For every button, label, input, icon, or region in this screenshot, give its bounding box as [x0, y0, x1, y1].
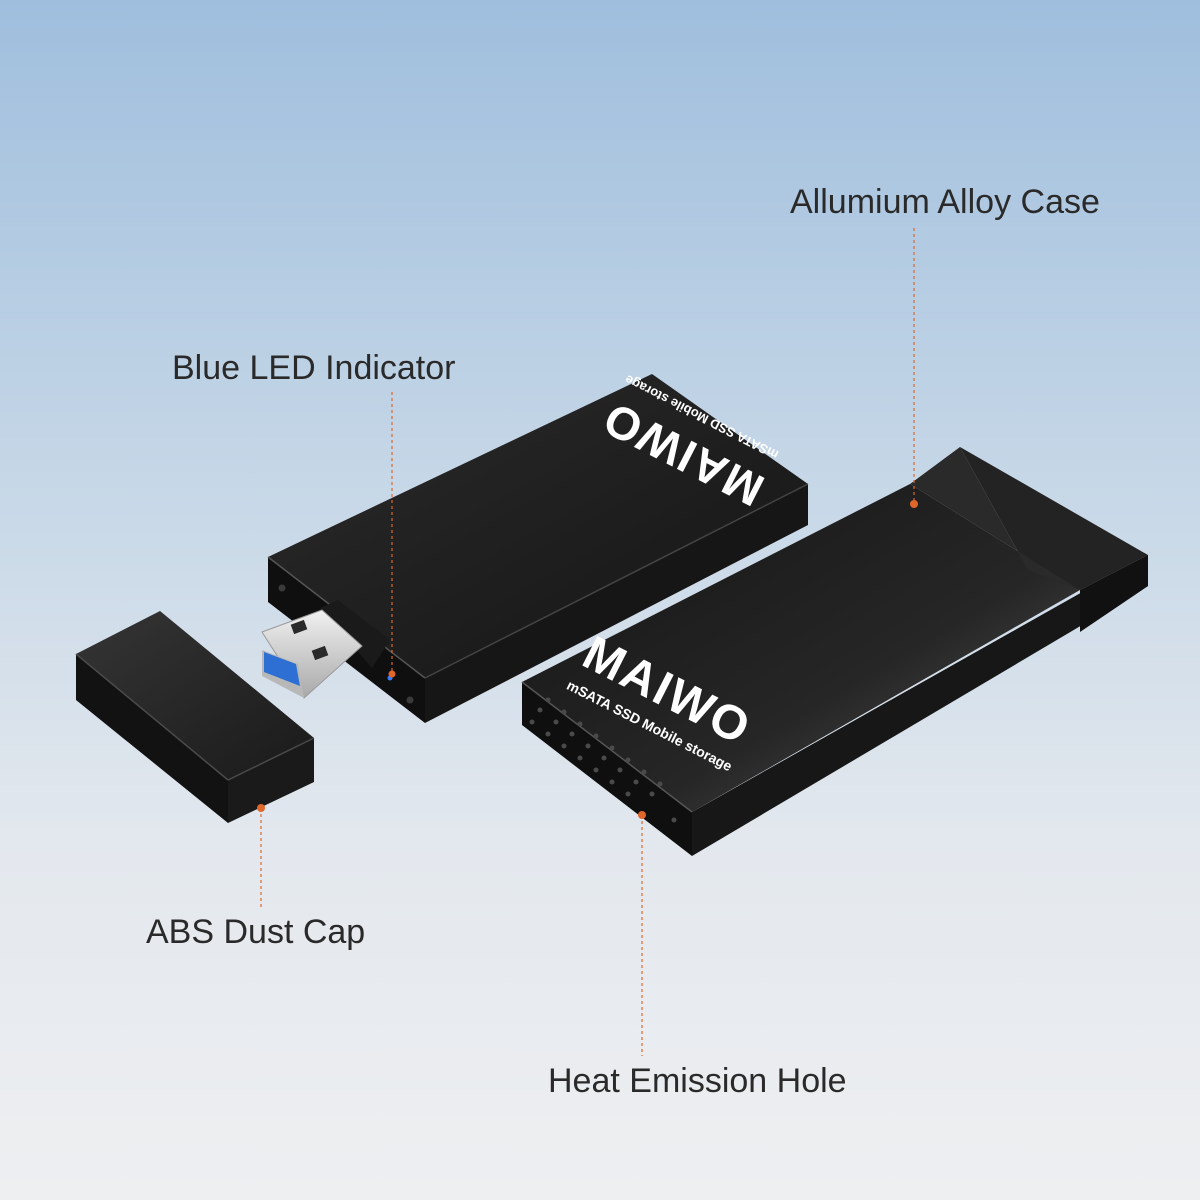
- dust-cap-label: ABS Dust Cap: [146, 913, 366, 951]
- dust-cap: [75, 611, 315, 823]
- right-enclosure: [521, 447, 1148, 856]
- cap-callout-dot: [257, 804, 265, 812]
- heat-hole-label: Heat Emission Hole: [548, 1062, 847, 1100]
- case-callout-dot: [910, 500, 918, 508]
- heat-holes: [529, 697, 677, 823]
- led-callout-dot: [388, 670, 396, 678]
- case-label: Allumium Alloy Case: [790, 183, 1100, 221]
- holes-callout-dot: [638, 811, 646, 819]
- usb-connector: [261, 600, 390, 699]
- led-label: Blue LED Indicator: [172, 349, 456, 387]
